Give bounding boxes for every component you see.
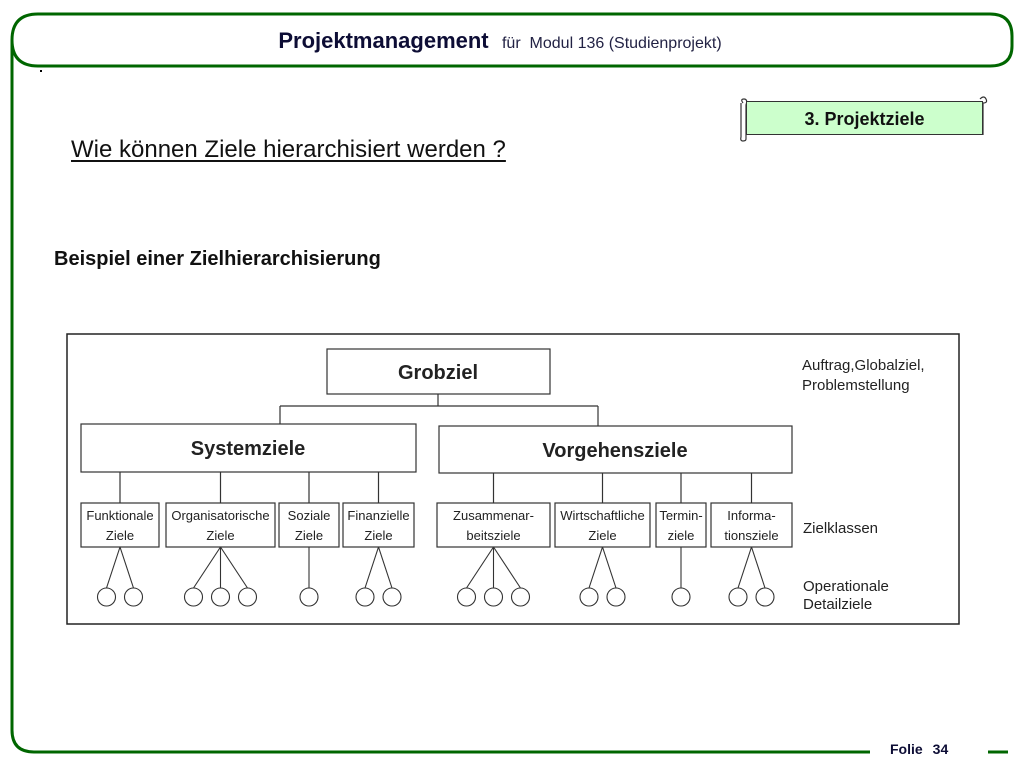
class-node-2-line0: Soziale <box>288 508 331 523</box>
node-grobziel: Grobziel <box>326 348 551 395</box>
class-node-3-line0: Finanzielle <box>347 508 409 523</box>
class-node-4: Zusammenar-beitsziele <box>436 502 551 548</box>
leaf-connector-1-2 <box>220 546 248 589</box>
leaf-connector-0-0 <box>105 546 121 589</box>
class-node-1-line0: Organisatorische <box>171 508 269 523</box>
class-node-2-line1: Ziele <box>295 528 323 543</box>
leaf-goal-3-1 <box>382 587 402 607</box>
class-node-0-line1: Ziele <box>106 528 134 543</box>
leaf-goal-4-1 <box>483 587 504 607</box>
leaf-connector-0-1 <box>119 546 135 589</box>
annotation-leaves-line2: Detailziele <box>803 596 872 613</box>
leaf-goal-0-0 <box>96 587 117 607</box>
leaf-connector-7-1 <box>750 546 766 589</box>
class-node-6-line0: Termin- <box>659 508 702 523</box>
leaf-connector-3-1 <box>377 546 393 589</box>
leaf-goal-5-0 <box>579 587 599 607</box>
annotation-top-line2: Problemstellung <box>802 377 910 394</box>
leaf-connector-5-0 <box>588 546 604 589</box>
leaf-goal-4-2 <box>510 587 531 607</box>
goal-hierarchy-diagram: Grobziel Systemziele Vorgehensziele Funk… <box>66 333 960 625</box>
class-node-3-line1: Ziele <box>364 528 392 543</box>
node-systemziele: Systemziele <box>80 423 417 473</box>
footer-page-number: 34 <box>932 741 949 757</box>
class-node-0-line0: Funktionale <box>86 508 153 523</box>
leaf-goal-4-0 <box>456 587 477 607</box>
leaf-goal-0-1 <box>123 587 144 607</box>
header-subtitle: Modul 136 (Studienprojekt) <box>529 35 722 52</box>
annotation-leaves-line1: Operationale <box>803 578 889 595</box>
leaf-goal-2-0 <box>299 587 319 607</box>
slide-footer: Folie 34 <box>890 741 948 757</box>
header-title: Projektmanagement <box>278 28 489 53</box>
annotation-classes: Zielklassen <box>803 520 878 537</box>
example-subheading: Beispiel einer Zielhierarchisierung <box>54 248 381 270</box>
node-grobziel-label: Grobziel <box>398 362 478 384</box>
header-subtitle-prefix: für <box>501 35 521 52</box>
class-node-4-line1: beitsziele <box>466 528 520 543</box>
leaf-goal-1-2 <box>237 587 258 607</box>
question-heading: Wie können Ziele hierarchisiert werden ? <box>71 136 506 163</box>
leaf-goal-7-0 <box>728 587 748 607</box>
leaf-goal-5-1 <box>606 587 626 607</box>
class-node-7-line0: Informa- <box>727 508 775 523</box>
leaf-connector-5-1 <box>601 546 617 589</box>
class-node-7-line1: tionsziele <box>724 528 778 543</box>
annotation-top-line1: Auftrag,Globalziel, <box>802 357 925 374</box>
leaf-connector-1-0 <box>193 546 221 589</box>
class-node-6-line1: ziele <box>668 528 695 543</box>
class-node-1-line1: Ziele <box>206 528 234 543</box>
node-vorgehensziele-label: Vorgehensziele <box>542 440 687 462</box>
class-node-5-line1: Ziele <box>588 528 616 543</box>
node-vorgehensziele: Vorgehensziele <box>438 425 793 474</box>
class-node-4-line0: Zusammenar- <box>453 508 534 523</box>
leaf-connector-4-2 <box>493 546 521 589</box>
leaf-connector-7-0 <box>737 546 753 589</box>
slide-header: Projektmanagement für Modul 136 (Studien… <box>0 28 1000 54</box>
node-systemziele-label: Systemziele <box>191 438 306 460</box>
class-node-5-line0: Wirtschaftliche <box>560 508 645 523</box>
leaf-connector-4-0 <box>466 546 494 589</box>
class-node-7: Informa-tionsziele <box>710 502 793 548</box>
class-node-6: Termin-ziele <box>655 502 707 548</box>
leaf-goal-1-0 <box>183 587 204 607</box>
leaf-goal-1-1 <box>210 587 231 607</box>
leaf-goal-3-0 <box>355 587 375 607</box>
footer-label: Folie <box>890 741 923 757</box>
section-tag: 3. Projektziele <box>746 101 983 135</box>
leaf-goal-7-1 <box>755 587 775 607</box>
leaf-goal-6-0 <box>671 587 691 607</box>
leaf-connector-3-0 <box>364 546 380 589</box>
